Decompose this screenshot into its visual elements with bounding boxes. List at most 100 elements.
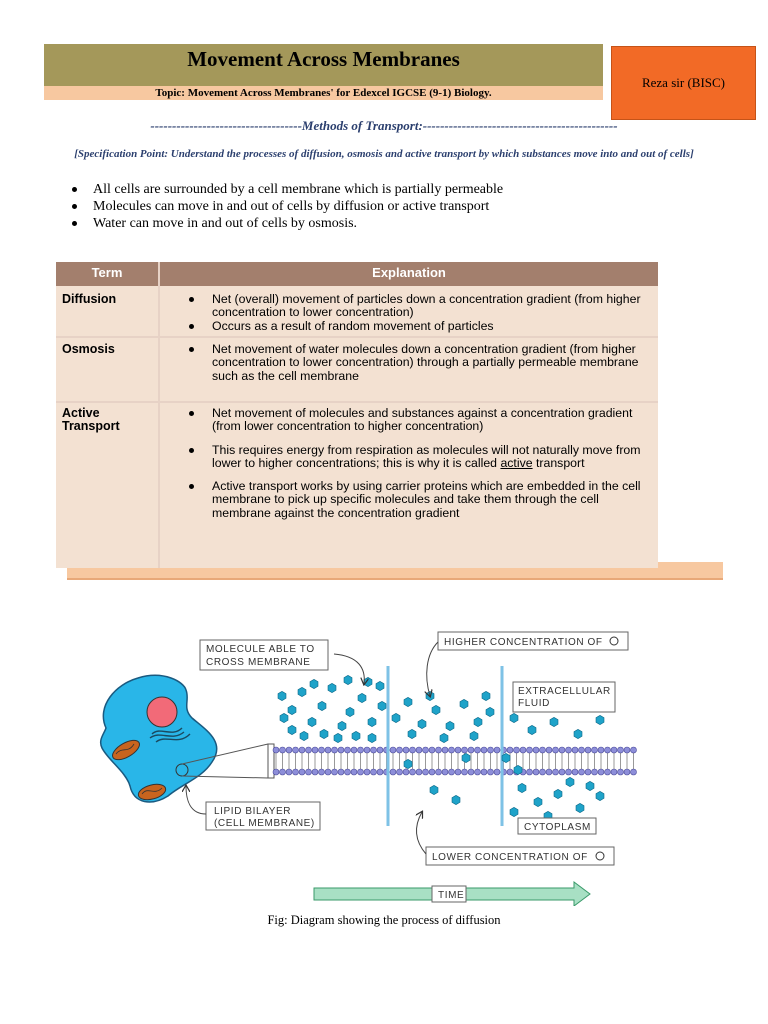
section-heading: -----------------------------------Metho… xyxy=(0,118,768,134)
underlined-word: active xyxy=(500,456,532,470)
lipid-label-line2: (CELL MEMBRANE) xyxy=(214,818,315,829)
phospholipid-head xyxy=(520,747,526,753)
molecule xyxy=(404,697,412,706)
phospholipid-head xyxy=(345,769,351,775)
phospholipid-head xyxy=(403,747,409,753)
term-osmosis: Osmosis xyxy=(62,343,115,356)
phospholipid-head xyxy=(312,747,318,753)
molecule xyxy=(364,677,372,686)
phospholipid-head xyxy=(416,747,422,753)
phospholipid-head xyxy=(273,769,279,775)
phospholipid-head xyxy=(306,747,312,753)
page-title: Movement Across Membranes xyxy=(44,44,603,72)
figure-caption: Fig: Diagram showing the process of diff… xyxy=(0,913,768,928)
phospholipid-head xyxy=(553,769,559,775)
phospholipid-head xyxy=(364,769,370,775)
molecule xyxy=(502,753,510,762)
phospholipid-head xyxy=(319,769,325,775)
phospholipid-head xyxy=(442,747,448,753)
molecule xyxy=(474,717,482,726)
phospholipid-head xyxy=(624,747,630,753)
extracellular-label-line2: FLUID xyxy=(518,698,550,709)
phospholipid-head xyxy=(624,769,630,775)
phospholipid-head xyxy=(397,747,403,753)
molecule xyxy=(404,759,412,768)
phospholipid-head xyxy=(605,747,611,753)
phospholipid-head xyxy=(390,769,396,775)
phospholipid-head xyxy=(449,747,455,753)
phospholipid-head xyxy=(540,769,546,775)
active-transport-explanation: Net movement of molecules and substances… xyxy=(184,407,656,520)
phospholipid-head xyxy=(338,747,344,753)
diffusion-diagram: MOLECULE ABLE TO CROSS MEMBRANE HIGHER C… xyxy=(86,626,642,906)
molecule xyxy=(308,717,316,726)
molecule xyxy=(320,729,328,738)
list-item: Net movement of water molecules down a c… xyxy=(184,343,656,383)
phospholipid-head xyxy=(481,747,487,753)
phospholipid-head xyxy=(293,747,299,753)
molecule xyxy=(554,789,562,798)
molecule xyxy=(518,783,526,792)
molecule xyxy=(378,701,386,710)
list-item: All cells are surrounded by a cell membr… xyxy=(70,181,503,198)
phospholipid-head xyxy=(546,747,552,753)
phospholipid-head xyxy=(306,769,312,775)
molecule xyxy=(482,691,490,700)
phospholipid-head xyxy=(319,747,325,753)
phospholipid-head xyxy=(397,769,403,775)
molecule xyxy=(408,729,416,738)
phospholipid-head xyxy=(559,769,565,775)
diffusion-explanation: Net (overall) movement of particles down… xyxy=(184,293,656,333)
phospholipid-head xyxy=(429,747,435,753)
phospholipid-head xyxy=(423,769,429,775)
phospholipid-head xyxy=(533,747,539,753)
phospholipid-head xyxy=(566,747,572,753)
phospholipid-head xyxy=(364,747,370,753)
molecule xyxy=(344,675,352,684)
phospholipid-head xyxy=(468,769,474,775)
molecule xyxy=(346,707,354,716)
molecule xyxy=(392,713,400,722)
phospholipid-head xyxy=(286,769,292,775)
phospholipid-head xyxy=(605,769,611,775)
phospholipid-head xyxy=(611,769,617,775)
phospholipid-head xyxy=(358,769,364,775)
phospholipid-head xyxy=(533,769,539,775)
phospholipid-head xyxy=(351,769,357,775)
molecule xyxy=(288,705,296,714)
molecule xyxy=(440,733,448,742)
cytoplasm-label: CYTOPLASM xyxy=(524,822,591,833)
term-diffusion: Diffusion xyxy=(62,293,116,306)
nucleus xyxy=(147,697,177,727)
list-item: Net movement of molecules and substances… xyxy=(184,407,656,434)
phospholipid-head xyxy=(611,747,617,753)
molecule xyxy=(278,691,286,700)
molecule xyxy=(318,701,326,710)
time-label: TIME xyxy=(438,890,464,901)
phospholipid-head xyxy=(546,769,552,775)
list-item: Molecules can move in and out of cells b… xyxy=(70,198,503,215)
extracellular-label-line1: EXTRACELLULAR xyxy=(518,686,611,697)
molecule xyxy=(334,733,342,742)
phospholipid-head xyxy=(358,747,364,753)
phospholipid-head xyxy=(475,769,481,775)
phospholipid-head xyxy=(585,769,591,775)
term-line: Transport xyxy=(62,420,120,433)
molecule xyxy=(280,713,288,722)
molecule xyxy=(574,729,582,738)
phospholipid-head xyxy=(371,747,377,753)
header-term: Term xyxy=(56,262,158,286)
phospholipid-head xyxy=(507,769,513,775)
phospholipid-head xyxy=(514,747,520,753)
title-band: Movement Across Membranes xyxy=(44,44,603,86)
lipid-label-line1: LIPID BILAYER xyxy=(214,806,291,817)
molecule xyxy=(510,713,518,722)
phospholipid-head xyxy=(423,747,429,753)
list-item: Active transport works by using carrier … xyxy=(184,480,656,520)
molecule xyxy=(338,721,346,730)
author-box: Reza sir (BISC) xyxy=(611,46,756,120)
phospholipid-head xyxy=(410,747,416,753)
phospholipid-head xyxy=(377,747,383,753)
phospholipid-head xyxy=(572,747,578,753)
osmosis-explanation: Net movement of water molecules down a c… xyxy=(184,343,656,383)
